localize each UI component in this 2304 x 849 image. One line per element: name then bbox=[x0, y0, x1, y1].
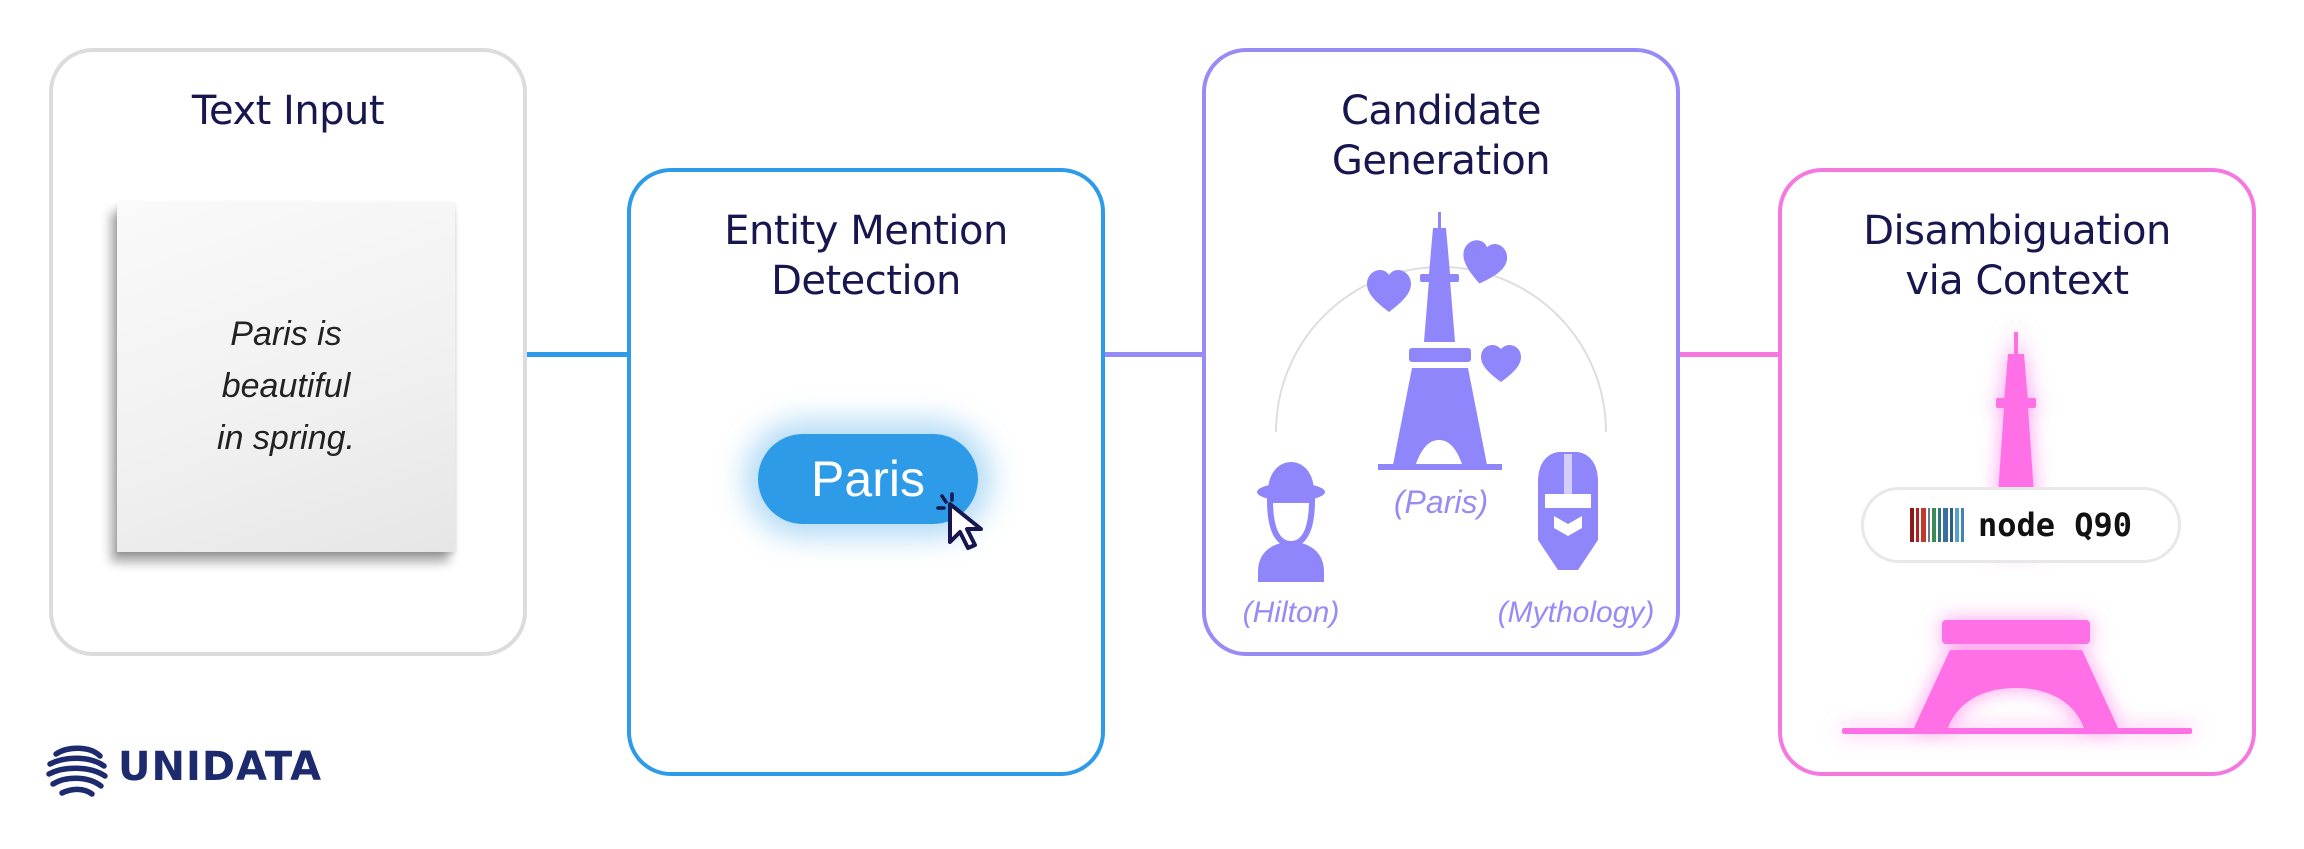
note-line: in spring. bbox=[217, 419, 355, 457]
stage-text-input: Text Input Paris is beautiful in spring. bbox=[49, 48, 527, 656]
brand-name: UNIDATA bbox=[118, 744, 323, 790]
connector-candidates-disambiguation bbox=[1678, 352, 1780, 357]
sticky-note: Paris is beautiful in spring. bbox=[117, 202, 455, 552]
candidate-illustration bbox=[1257, 212, 1607, 582]
candidate-label-mythology: (Mythology) bbox=[1497, 596, 1655, 629]
candidate-label-hilton: (Hilton) bbox=[1242, 596, 1340, 629]
cursor-icon bbox=[936, 492, 983, 550]
node-label: node Q90 bbox=[1977, 506, 2133, 544]
barcode-icon bbox=[1909, 508, 1964, 542]
node-pill[interactable]: node Q90 bbox=[1864, 490, 2178, 560]
stage-title: Disambiguation via Context bbox=[1863, 208, 2171, 304]
stage-title: Candidate Generation bbox=[1331, 88, 1551, 184]
person-hat-icon bbox=[1257, 462, 1325, 582]
entity-chip[interactable]: Paris bbox=[758, 434, 978, 524]
connector-detection-candidates bbox=[1104, 352, 1204, 357]
knight-helmet-icon bbox=[1538, 452, 1598, 570]
heart-icon bbox=[1367, 240, 1521, 382]
eiffel-tower-icon bbox=[1842, 332, 2192, 734]
stage-disambiguation: Disambiguation via Context node Q90 bbox=[1778, 168, 2256, 776]
note-line: beautiful bbox=[221, 367, 351, 405]
candidate-label-paris: (Paris) bbox=[1393, 484, 1489, 520]
globe-logo-icon bbox=[46, 740, 108, 798]
connector-input-detection bbox=[526, 352, 630, 357]
stage-title: Entity Mention Detection bbox=[724, 208, 1008, 304]
stage-candidate-generation: Candidate Generation bbox=[1202, 48, 1680, 656]
stage-title: Text Input bbox=[191, 88, 385, 134]
eiffel-tower-icon bbox=[1378, 212, 1502, 470]
stage-entity-mention-detection: Entity Mention Detection Paris bbox=[627, 168, 1105, 776]
note-line: Paris is bbox=[230, 315, 342, 353]
